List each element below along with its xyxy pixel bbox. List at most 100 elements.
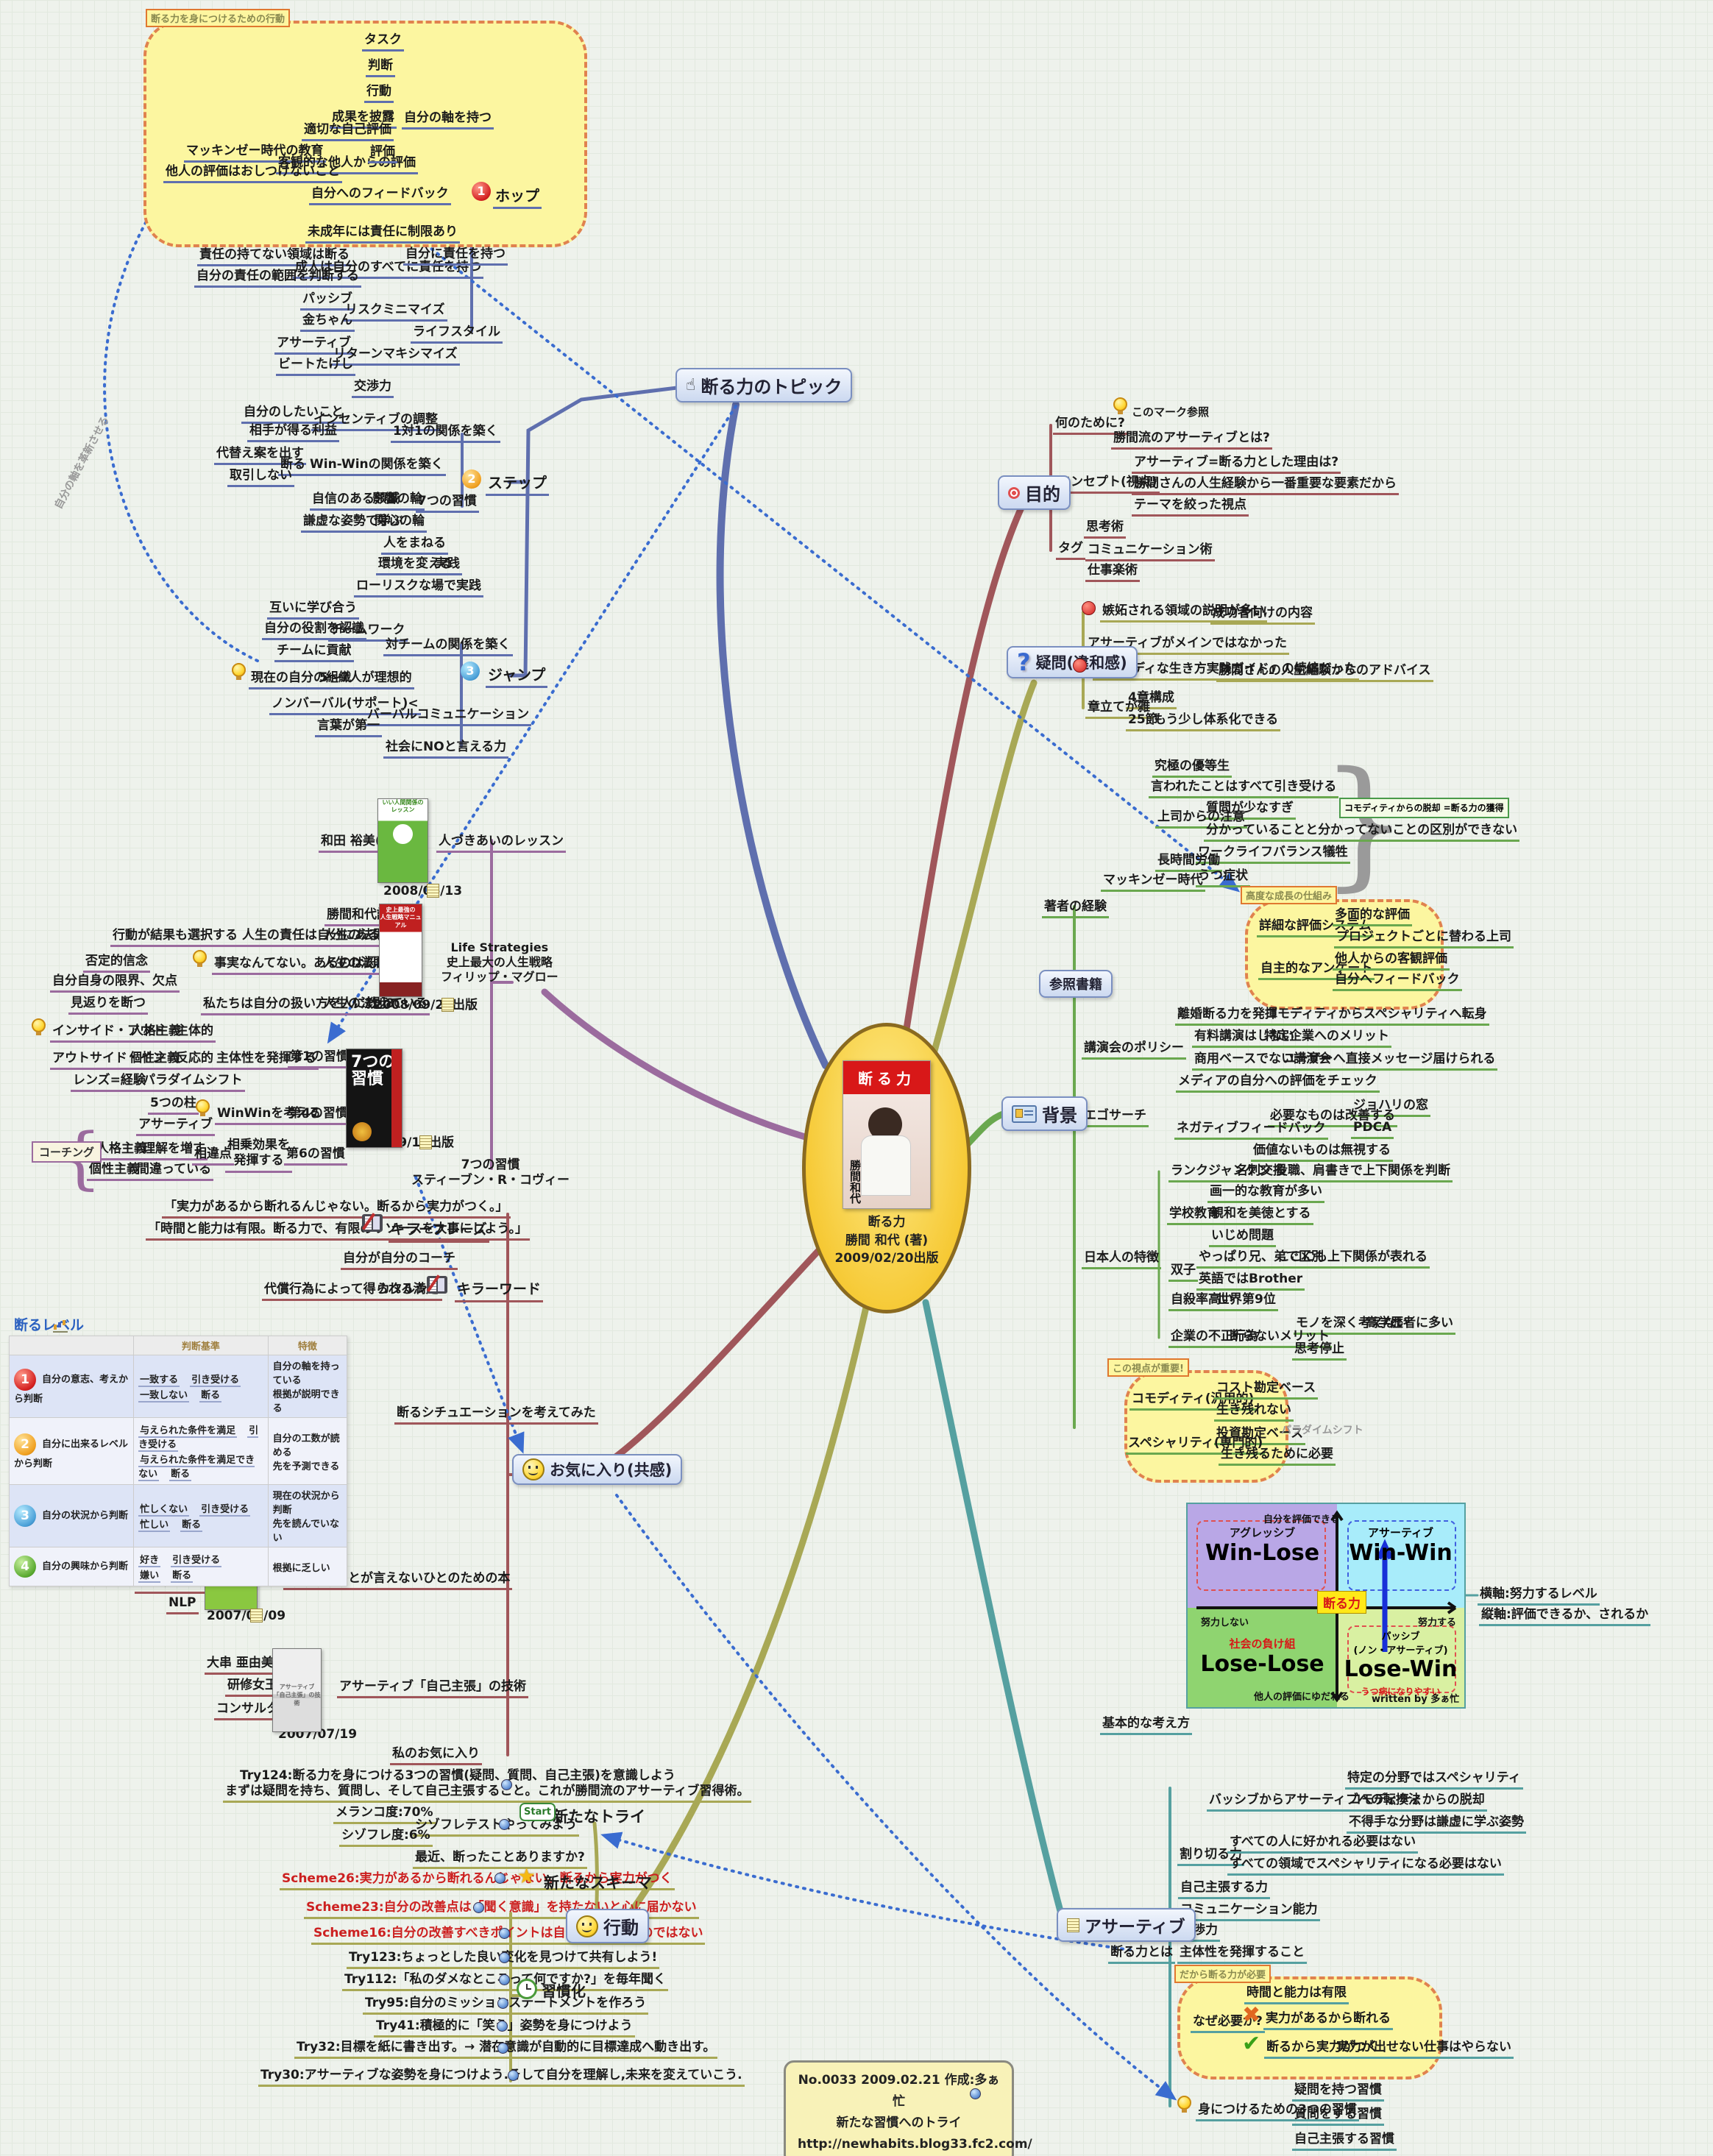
basic-idea[interactable]: 基本的な考え方: [1100, 1716, 1192, 1736]
habit-1[interactable]: 第1の習慣: [288, 1049, 351, 1069]
author-experience[interactable]: 著者の経験: [1042, 899, 1109, 919]
partner-gain[interactable]: 相手が得る利益: [247, 423, 339, 443]
outside-in[interactable]: アウトサイド・イン: [50, 1051, 167, 1071]
verbal-comm[interactable]: バーバルコミュニケーション: [365, 707, 532, 727]
killer-phrase-2[interactable]: 「時間と能力は有限。断る力で、有限のリソースを大事にしよう。」: [146, 1221, 530, 1241]
node-purpose[interactable]: 目的: [998, 475, 1071, 510]
inside-out[interactable]: インサイド・アウト: [50, 1024, 167, 1043]
katsuma-assertive[interactable]: 勝間流のアサーティブとは?: [1111, 430, 1272, 450]
new-try[interactable]: 新たなトライ: [553, 1808, 645, 1826]
nlp[interactable]: NLP: [166, 1595, 199, 1615]
feedback-to-self[interactable]: 自分へフィードバック: [1333, 972, 1462, 992]
japanese-traits[interactable]: 日本人の特徴: [1082, 1250, 1161, 1270]
habit-question[interactable]: 質問をする習慣: [1292, 2107, 1384, 2127]
start-icon[interactable]: Start: [519, 1803, 556, 1821]
node-favorite[interactable]: お気に入り(共感): [512, 1454, 683, 1485]
many-high-edu[interactable]: 高学歴者に多い: [1363, 1316, 1455, 1336]
horizontal-axis[interactable]: 横軸:努力するレベル: [1478, 1586, 1600, 1606]
negotiation[interactable]: 交渉力: [352, 379, 394, 399]
book-life-strategies[interactable]: 史上最強の 人生戦略マニュアル: [379, 904, 422, 997]
teamwork[interactable]: チームワーク: [328, 623, 408, 642]
refuse-reward[interactable]: 見返りを断つ: [68, 996, 148, 1015]
shallow-thinking[interactable]: モノを深く考えない: [1294, 1316, 1411, 1336]
circle-influence[interactable]: 影響の輪: [370, 492, 425, 511]
corporate-fraud[interactable]: 企業の不正行為: [1168, 1329, 1260, 1349]
schizo-6[interactable]: シゾフレ度:6%: [339, 1828, 433, 1848]
schizo-test[interactable]: シゾフレテストやってみよう: [413, 1818, 580, 1837]
merit-not-refusing[interactable]: 断らないメリット: [1227, 1329, 1332, 1349]
alternative-plan[interactable]: 代替え案を出す: [214, 446, 306, 466]
synergy[interactable]: 相乗効果を 発揮する: [225, 1138, 292, 1173]
judge-resp-range[interactable]: 自分の責任の範囲を判断する: [194, 269, 361, 288]
increase-understanding[interactable]: 理解を増す: [141, 1141, 208, 1161]
assertive-pillar[interactable]: アサーティブ: [136, 1117, 215, 1137]
exert-refusal-power[interactable]: 断る力を発揮: [1200, 1007, 1280, 1026]
personality-ethic[interactable]: 個性主義: [127, 1051, 182, 1071]
see-this-mark[interactable]: このマーク参照: [1132, 405, 1210, 419]
negative-belief[interactable]: 否定的信念: [83, 954, 150, 974]
book-jikoshucho[interactable]: アサーティブ 「自己主張」の技術: [272, 1648, 322, 1732]
hierarchy-here-too[interactable]: ここにも上下関係が表れる: [1275, 1249, 1430, 1269]
jealousy-area[interactable]: 嫉妬される領域の説明が多い: [1100, 603, 1267, 623]
refuse-no-resp[interactable]: 責任の持てない領域は断る: [197, 247, 352, 267]
self-assertion-power[interactable]: 自己主張する力: [1178, 1880, 1270, 1900]
info-url[interactable]: http://newhabits.blog33.fc2.com/: [798, 2136, 1032, 2152]
contribute-team[interactable]: チームに貢献: [274, 643, 354, 663]
needed-to-survive[interactable]: 生き残るために必要: [1219, 1447, 1336, 1467]
no-paid-lecture[interactable]: 有料講演はしない: [1192, 1029, 1297, 1049]
ideal-5-7[interactable]: 5〜7人が理想的: [317, 670, 414, 690]
circle-concern[interactable]: 関心の輪: [372, 514, 427, 533]
node-books[interactable]: 参照書籍: [1039, 970, 1113, 998]
bullying[interactable]: いじめ問題: [1209, 1228, 1276, 1248]
comm-tech[interactable]: コミュニケーション術: [1085, 542, 1215, 562]
evaluation[interactable]: 評価: [368, 144, 397, 164]
habituation[interactable]: 習慣化: [542, 1982, 586, 2000]
commodity-generic[interactable]: コモディティ(汎用的): [1129, 1391, 1257, 1411]
harmony-virtue[interactable]: 親和を美徳とする: [1209, 1206, 1313, 1226]
humble-weak-fields[interactable]: 不得手な分野は謙虚に学ぶ姿勢: [1347, 1815, 1526, 1834]
task[interactable]: タスク: [362, 32, 404, 52]
seven-habits-title[interactable]: 7つの習慣 スティーブン・R・コヴィー: [411, 1157, 570, 1188]
mckinsey-education[interactable]: マッキンゼー時代の教育: [184, 143, 326, 163]
paradigm-shift-ghost[interactable]: パラダイムシフト: [1281, 1425, 1363, 1436]
refuse-situations[interactable]: 断るシチュエーションを考えてみた: [394, 1405, 598, 1425]
rank-by-title[interactable]: 役職、肩書きで上下関係を判断: [1273, 1163, 1453, 1183]
killer-word[interactable]: キラーワード: [455, 1281, 544, 1302]
mutual-learning[interactable]: 互いに学び合う: [267, 600, 359, 620]
winwin-relation[interactable]: Win-Winの関係を築く: [308, 457, 446, 477]
most-important-element[interactable]: 勝間さんの人生経験から一番重要な要素だから: [1132, 476, 1399, 496]
self-assertion-tech[interactable]: アサーティブ「自己主張」の技術: [337, 1679, 528, 1699]
cant-survive[interactable]: 生き残れない: [1214, 1403, 1294, 1422]
action[interactable]: 行動: [364, 84, 394, 104]
can-refuse-because-able[interactable]: 実力があるから断れる: [1263, 2011, 1393, 2031]
specialty-in-field[interactable]: 特定の分野ではスペシャリティ: [1345, 1770, 1523, 1790]
adult-resp[interactable]: 成人は自分のすべてに責任を持つ: [293, 260, 484, 280]
narrowed-theme[interactable]: テーマを絞った視点: [1132, 497, 1249, 517]
exert-proactivity[interactable]: 主体性を発揮する: [214, 1051, 319, 1071]
show-results[interactable]: 成果を披露: [330, 110, 397, 130]
minor-limit[interactable]: 未成年には責任に制限あり: [305, 224, 460, 244]
high-suicide[interactable]: 自殺率高い: [1168, 1292, 1235, 1312]
tag[interactable]: タグ: [1056, 541, 1085, 561]
date-20080613[interactable]: 2008/06/13: [383, 884, 463, 898]
habit-assert[interactable]: 自己主張する習慣: [1292, 2132, 1397, 2152]
escape-commodity[interactable]: コモディティからの脱却: [1347, 1792, 1487, 1812]
three-habits-acquire[interactable]: 身につけるための3つの習慣: [1196, 2102, 1359, 2122]
training-queen[interactable]: 研修女王: [225, 1678, 280, 1698]
why-equal-refusal[interactable]: アサーティブ=断る力とした理由は?: [1132, 455, 1341, 475]
long-hours[interactable]: 長時間労働: [1155, 853, 1222, 873]
wlb-sacrifice[interactable]: ワークライフバランス犠牲: [1196, 845, 1350, 865]
personality-wrong[interactable]: 個性主義: [87, 1162, 141, 1182]
assertive-not-main[interactable]: アサーティブがメインではなかった: [1085, 636, 1289, 656]
media-eval-check[interactable]: メディアの自分への評価をチェック: [1176, 1074, 1380, 1093]
book-seven-habits[interactable]: 7つの 習慣: [346, 1049, 402, 1148]
why-for[interactable]: 何のために?: [1053, 416, 1127, 436]
node-assertive[interactable]: アサーティブ: [1057, 1908, 1196, 1942]
multifaceted-eval[interactable]: 多面的な評価: [1333, 907, 1412, 927]
refusal-level-title[interactable]: 断るレベル: [14, 1317, 85, 1333]
think-winwin[interactable]: WinWinを考える: [215, 1106, 323, 1126]
one-on-one[interactable]: 1対1の関係を築く: [391, 424, 500, 444]
world-9th[interactable]: 世界第9位: [1215, 1292, 1278, 1312]
school-education[interactable]: 学校教育: [1167, 1206, 1221, 1226]
vertical-axis[interactable]: 縦軸:評価できるか、されるか: [1479, 1607, 1651, 1627]
